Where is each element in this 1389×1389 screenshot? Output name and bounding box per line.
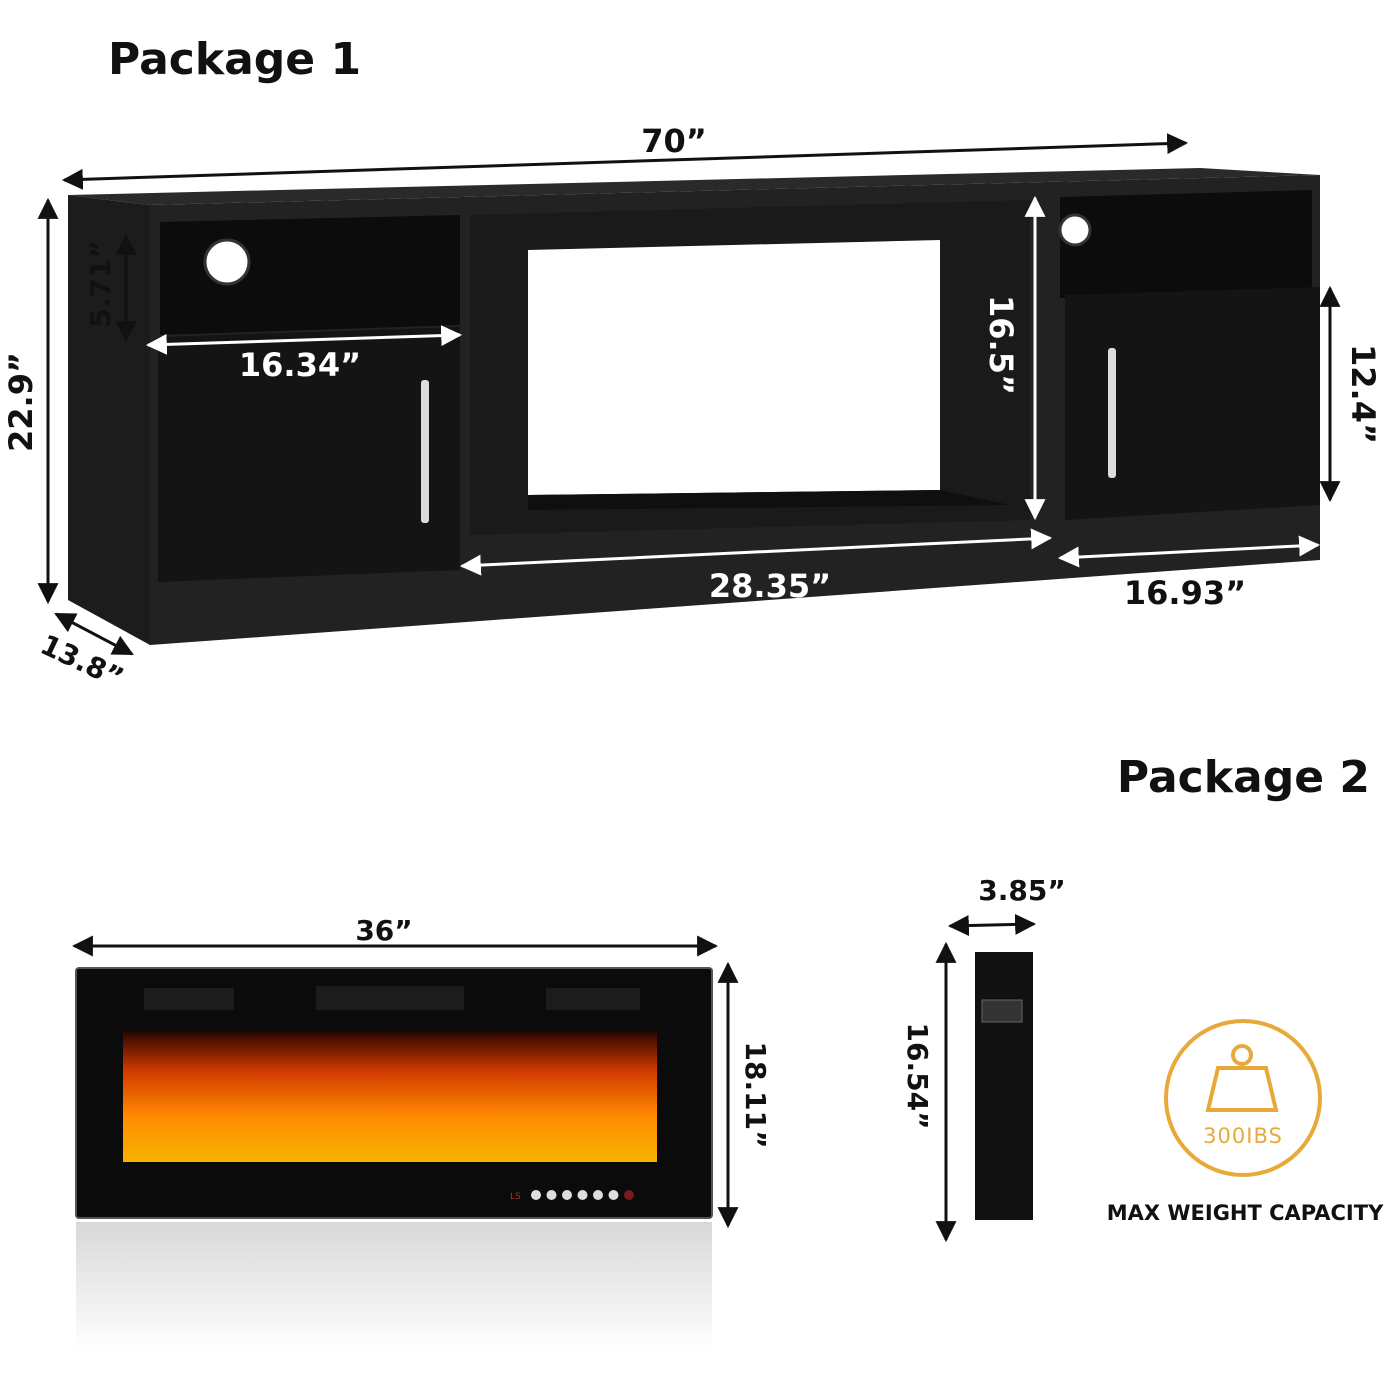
right-door-height-label: 12.4”: [1344, 344, 1382, 444]
left-open-shelf: [160, 215, 460, 335]
width-label: 70”: [641, 122, 707, 160]
cable-hole-left: [203, 238, 251, 286]
opening-width-arrow: [459, 528, 1053, 576]
side-handle: [981, 999, 1023, 1023]
opening-width-label: 28.35”: [709, 567, 831, 605]
package-1-title: Package 1: [108, 34, 361, 85]
fireplace-shelf: [528, 490, 1010, 510]
down-button-icon: [577, 1190, 588, 1200]
vent-right: [546, 988, 640, 1010]
weight-value: 300IBS: [1203, 1124, 1283, 1148]
height-label: 22.9”: [2, 352, 40, 452]
package-1-dimensions: 70” 22.9” 13.8” 5.71” 16.34” 16.5” 28.35…: [2, 122, 1382, 695]
vent-left: [144, 988, 234, 1010]
weight-capacity-badge: 300IBS MAX WEIGHT CAPACITY: [1107, 1019, 1384, 1225]
right-cabinet-width-label: 16.93”: [1124, 574, 1246, 612]
depth-label: 13.8”: [35, 628, 128, 695]
vent-center: [316, 986, 464, 1010]
right-cabinet-width-arrow: [1057, 535, 1321, 568]
up-button-icon: [562, 1190, 572, 1200]
right-open-shelf: [1060, 190, 1312, 298]
right-door-handle: [1108, 348, 1116, 478]
right-door: [1065, 287, 1320, 520]
fireplace-side-view: 3.85” 16.54”: [901, 874, 1066, 1243]
panel-display: LS: [510, 1192, 521, 1202]
electric-fireplace: LS 36” 18.11”: [71, 914, 772, 1352]
weight-caption: MAX WEIGHT CAPACITY: [1107, 1201, 1384, 1225]
shelf-width-label: 16.34”: [239, 346, 361, 384]
opening-height-label: 16.5”: [982, 295, 1020, 395]
left-door-handle: [421, 380, 429, 523]
fireplace-reflection: [76, 1222, 712, 1352]
fireplace-opening: [528, 240, 940, 495]
package-2-title: Package 2: [1117, 752, 1370, 803]
left-door: [158, 327, 460, 582]
flame-button-icon: [593, 1190, 603, 1200]
control-panel: LS: [510, 1190, 634, 1202]
cable-hole-right: [1058, 213, 1092, 247]
timer-button-icon: [546, 1190, 557, 1200]
side-body: [975, 952, 1033, 1220]
fireplace-depth-label: 3.85”: [978, 874, 1066, 907]
tv-stand: [68, 168, 1320, 645]
width-arrow: [61, 133, 1189, 190]
fireplace-width-label: 36”: [355, 914, 412, 947]
power-button-icon: [531, 1190, 541, 1200]
shelf-height-label: 5.71”: [84, 240, 117, 328]
depth-arrow: [947, 913, 1037, 937]
badge-circle: [1164, 1019, 1322, 1177]
weight-icon: [1205, 1044, 1279, 1112]
depth-arrow: [54, 612, 134, 656]
light-button-icon: [608, 1190, 619, 1200]
remote-button-icon: [624, 1190, 634, 1200]
flame-display: [123, 1032, 657, 1162]
shelf-width-arrow: [145, 325, 463, 355]
fireplace-height-label: 18.11”: [739, 1042, 772, 1149]
side-height-label: 16.54”: [901, 1023, 934, 1130]
